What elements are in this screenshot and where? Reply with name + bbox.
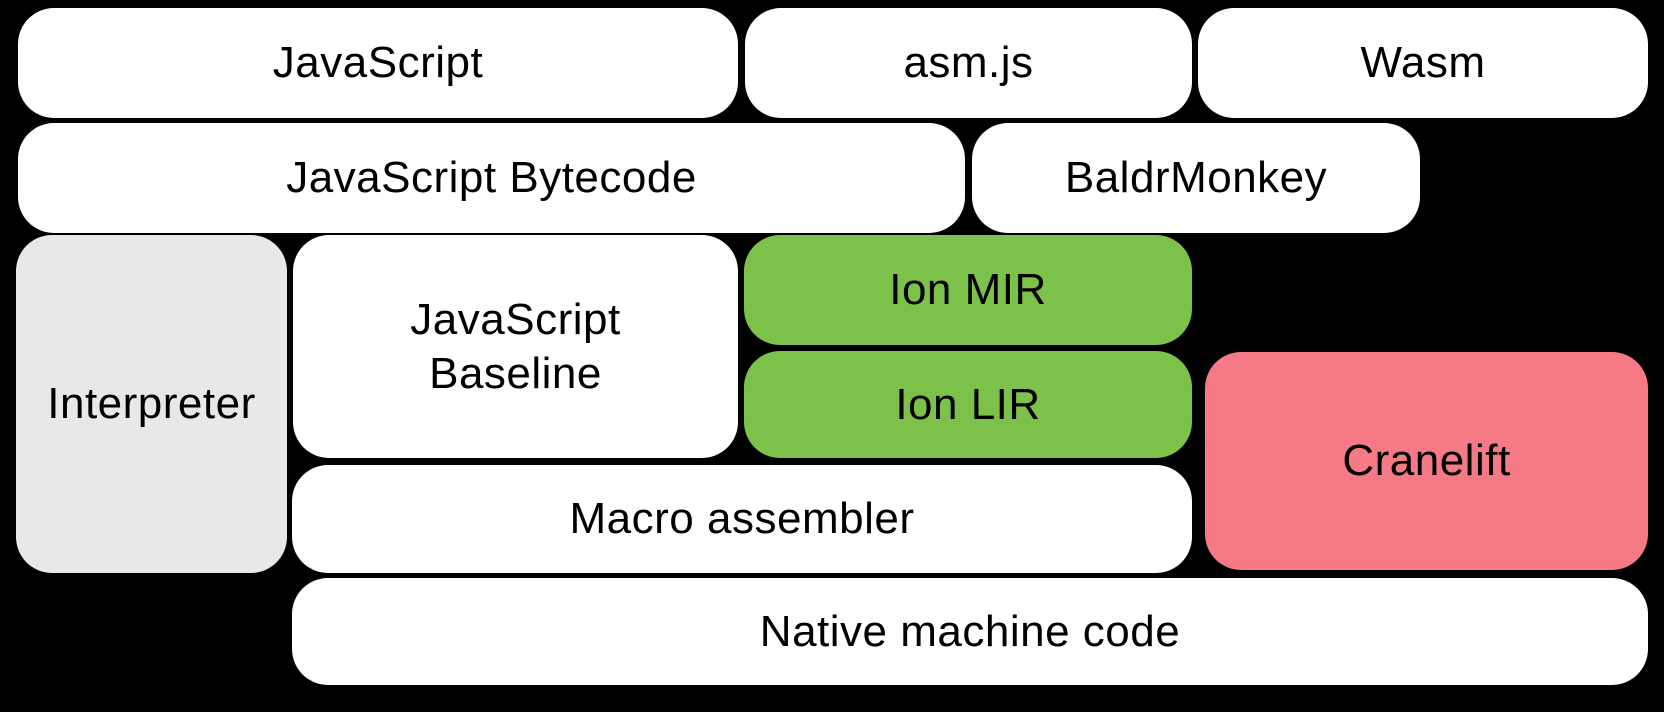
box-macro-assembler: Macro assembler: [292, 465, 1192, 573]
box-native-machine-code-label: Native machine code: [759, 606, 1181, 656]
box-wasm: Wasm: [1198, 8, 1648, 118]
box-baldrmonkey-label: BaldrMonkey: [1064, 153, 1328, 203]
box-cranelift-label: Cranelift: [1342, 436, 1511, 486]
box-interpreter-label: Interpreter: [47, 379, 256, 429]
box-interpreter: Interpreter: [16, 235, 287, 573]
box-javascript-label: JavaScript: [272, 38, 484, 88]
box-cranelift: Cranelift: [1205, 352, 1648, 570]
box-ion-lir-label: Ion LIR: [895, 379, 1041, 429]
box-javascript-bytecode-label: JavaScript Bytecode: [286, 153, 697, 203]
box-wasm-label: Wasm: [1360, 38, 1486, 88]
box-javascript-baseline-label: JavaScript Baseline: [410, 294, 621, 398]
box-native-machine-code: Native machine code: [292, 578, 1648, 685]
box-ion-mir-label: Ion MIR: [889, 265, 1047, 315]
box-ion-mir: Ion MIR: [744, 235, 1192, 345]
box-asmjs-label: asm.js: [903, 38, 1034, 88]
box-ion-lir: Ion LIR: [744, 351, 1192, 458]
box-javascript-bytecode: JavaScript Bytecode: [18, 123, 965, 233]
box-macro-assembler-label: Macro assembler: [569, 494, 915, 544]
box-javascript-baseline: JavaScript Baseline: [293, 235, 738, 458]
box-asmjs: asm.js: [745, 8, 1192, 118]
box-javascript: JavaScript: [18, 8, 738, 118]
box-baldrmonkey: BaldrMonkey: [972, 123, 1420, 233]
